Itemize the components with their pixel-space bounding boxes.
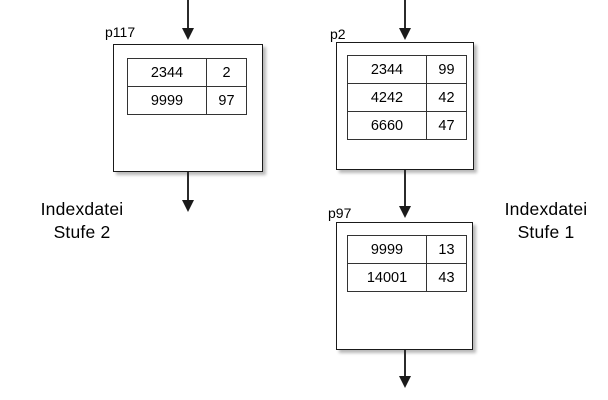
caption-level-2-line2: Stufe 2 — [53, 222, 111, 242]
arrow-into-p2-icon — [398, 0, 412, 40]
entry-key: 9999 — [127, 86, 207, 115]
arrow-into-p117-icon — [181, 0, 195, 40]
entry-pointer: 43 — [426, 263, 467, 292]
arrow-p2-to-p97-icon — [398, 170, 412, 218]
table-row[interactable]: 9999 13 — [347, 235, 467, 264]
caption-level-1-line2: Stufe 1 — [517, 222, 575, 242]
page-label-p117: p117 — [105, 24, 136, 40]
entry-pointer: 99 — [426, 55, 467, 84]
arrow-out-of-p97-icon — [398, 350, 412, 388]
entry-pointer: 97 — [206, 86, 247, 115]
entry-pointer: 47 — [426, 111, 467, 140]
entry-pointer: 42 — [426, 83, 467, 112]
entry-table-p2: 2344 99 4242 42 6660 47 — [347, 55, 467, 140]
table-row[interactable]: 2344 2 — [127, 58, 247, 87]
entry-key: 2344 — [347, 55, 427, 84]
caption-level-1: Indexdatei Stufe 1 — [488, 198, 604, 244]
caption-level-1-line1: Indexdatei — [504, 199, 588, 219]
caption-level-2: Indexdatei Stufe 2 — [14, 198, 150, 244]
entry-table-p97: 9999 13 14001 43 — [347, 235, 467, 292]
entry-pointer: 2 — [206, 58, 247, 87]
entry-key: 9999 — [347, 235, 427, 264]
page-label-p97: p97 — [328, 205, 352, 221]
entry-pointer: 13 — [426, 235, 467, 264]
caption-level-2-line1: Indexdatei — [40, 199, 124, 219]
table-row[interactable]: 9999 97 — [127, 86, 247, 115]
table-row[interactable]: 4242 42 — [347, 83, 467, 112]
arrow-out-of-p117-icon — [181, 172, 195, 212]
entry-key: 2344 — [127, 58, 207, 87]
table-row[interactable]: 6660 47 — [347, 111, 467, 140]
entry-key: 14001 — [347, 263, 427, 292]
table-row[interactable]: 2344 99 — [347, 55, 467, 84]
entry-key: 6660 — [347, 111, 427, 140]
entry-key: 4242 — [347, 83, 427, 112]
entry-table-p117: 2344 2 9999 97 — [127, 58, 247, 115]
page-label-p2: p2 — [330, 26, 346, 42]
table-row[interactable]: 14001 43 — [347, 263, 467, 292]
